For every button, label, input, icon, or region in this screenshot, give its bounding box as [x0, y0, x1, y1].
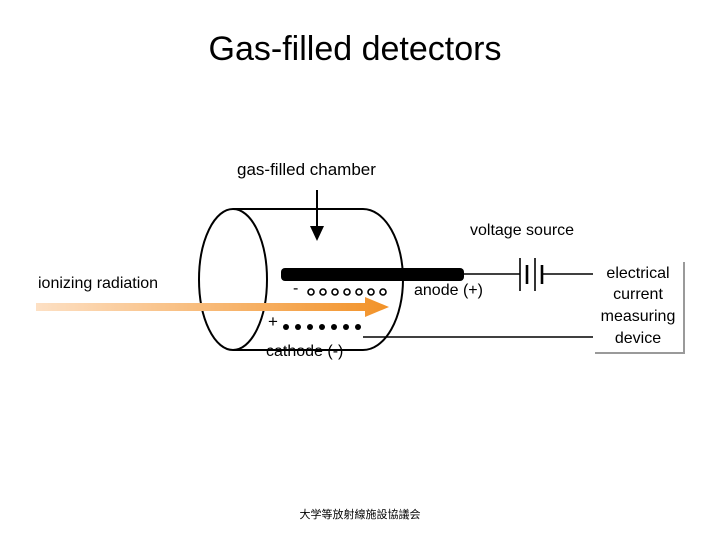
radiation-beam-arrow — [36, 297, 389, 317]
electron-5 — [355, 288, 363, 296]
ion-5 — [331, 324, 337, 330]
voltage-source-label: voltage source — [470, 222, 575, 239]
electron-4 — [343, 288, 351, 296]
footer-credit: 大学等放射線施設協議会 — [299, 509, 421, 521]
cathode-label: cathode (-) — [266, 343, 344, 360]
electron-7 — [379, 288, 387, 296]
slide-title: Gas-filled detectors — [208, 30, 502, 68]
ion-1 — [283, 324, 289, 330]
ion-2 — [295, 324, 301, 330]
electron-1 — [307, 288, 315, 296]
ion-3 — [307, 324, 313, 330]
ion-4 — [319, 324, 325, 330]
anode-label: anode (+) — [414, 282, 483, 299]
chamber-label: gas-filled chamber — [237, 160, 376, 179]
measuring-device-box: electrical current measuring device — [593, 260, 683, 352]
chamber-pointer-arrowhead — [310, 226, 324, 241]
ionizing-radiation-label: ionizing radiation — [38, 275, 159, 292]
electron-3 — [331, 288, 339, 296]
ion-charges — [283, 324, 361, 330]
chamber-front-end — [198, 208, 268, 351]
ion-7 — [355, 324, 361, 330]
electron-2 — [319, 288, 327, 296]
ion-6 — [343, 324, 349, 330]
negative-sign: - — [293, 280, 299, 297]
measuring-device-label: electrical current measuring device — [600, 264, 676, 347]
battery-symbol — [519, 258, 544, 291]
positive-sign: + — [268, 312, 278, 331]
electron-charges — [307, 288, 387, 296]
electron-6 — [367, 288, 375, 296]
anode-rod — [281, 268, 464, 281]
